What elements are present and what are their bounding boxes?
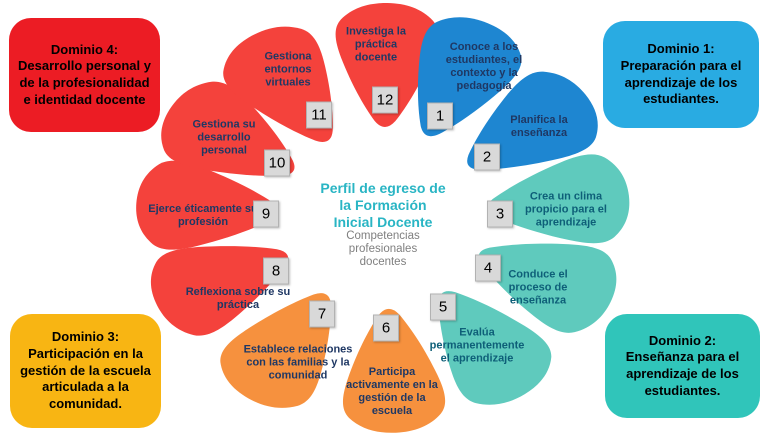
petal-label-2: Planifica la enseñanza (510, 114, 568, 139)
petal-label-10: Gestiona su desarrollo personal (192, 118, 256, 157)
domain-box-2: Dominio 2: Enseñanza para el aprendizaje… (605, 314, 760, 418)
domain-box-4: Dominio 4: Desarrollo personal y de la p… (9, 18, 160, 132)
petal-number-11: 11 (306, 101, 332, 129)
petal-label-4: Conduce el proceso de enseñanza (508, 268, 568, 307)
domain-box-3: Dominio 3: Participación en la gestión d… (10, 314, 161, 428)
petal-label-5: Evalúa permanentemente el aprendizaje (429, 326, 525, 365)
domain-4-title: Dominio 4: (50, 41, 119, 57)
domain-2-title: Dominio 2: (648, 332, 717, 348)
petal-number-3: 3 (487, 200, 513, 228)
diagram-title: Perfil de egreso de la Formación Inicial… (320, 179, 446, 230)
domain-1-title: Dominio 1: (647, 41, 715, 57)
diagram-subtitle: Competencias profesionales docentes (346, 230, 420, 269)
petal-number-2: 2 (474, 143, 500, 171)
domain-box-1: Dominio 1: Preparación para el aprendiza… (603, 21, 759, 128)
petal-number-8: 8 (263, 257, 289, 285)
petal-label-9: Ejerce éticamente su profesión (148, 203, 258, 228)
petal-number-1: 1 (427, 102, 453, 130)
domain-2-text: Enseñanza para el aprendizaje de los est… (625, 349, 740, 398)
petal-label-6: Participa activamente en la gestión de l… (346, 366, 438, 417)
petal-number-7: 7 (309, 300, 335, 328)
domain-1-text: Preparación para el aprendizaje de los e… (620, 57, 742, 107)
petal-label-3: Crea un clima propicio para el aprendiza… (525, 190, 607, 229)
petal-number-5: 5 (430, 293, 456, 321)
domain-3-title: Dominio 3: (51, 329, 120, 345)
petal-label-8: Reflexiona sobre su práctica (185, 286, 291, 311)
domain-4-text: Desarrollo personal y de la profesionali… (18, 58, 151, 107)
petal-label-1: Conoce a los estudiantes, el contexto y … (445, 41, 523, 92)
petal-number-12: 12 (372, 86, 398, 114)
petal-number-9: 9 (253, 200, 279, 228)
petal-label-11: Gestiona entornos virtuales (264, 50, 312, 89)
petal-label-7: Establece relaciones con las familias y … (243, 343, 353, 382)
petal-number-10: 10 (264, 149, 290, 177)
domain-3-text: Participación en la gestión de la escuel… (20, 346, 151, 411)
petal-number-6: 6 (373, 314, 399, 342)
petal-number-4: 4 (475, 254, 501, 282)
petal-label-12: Investiga la práctica docente (346, 25, 406, 64)
